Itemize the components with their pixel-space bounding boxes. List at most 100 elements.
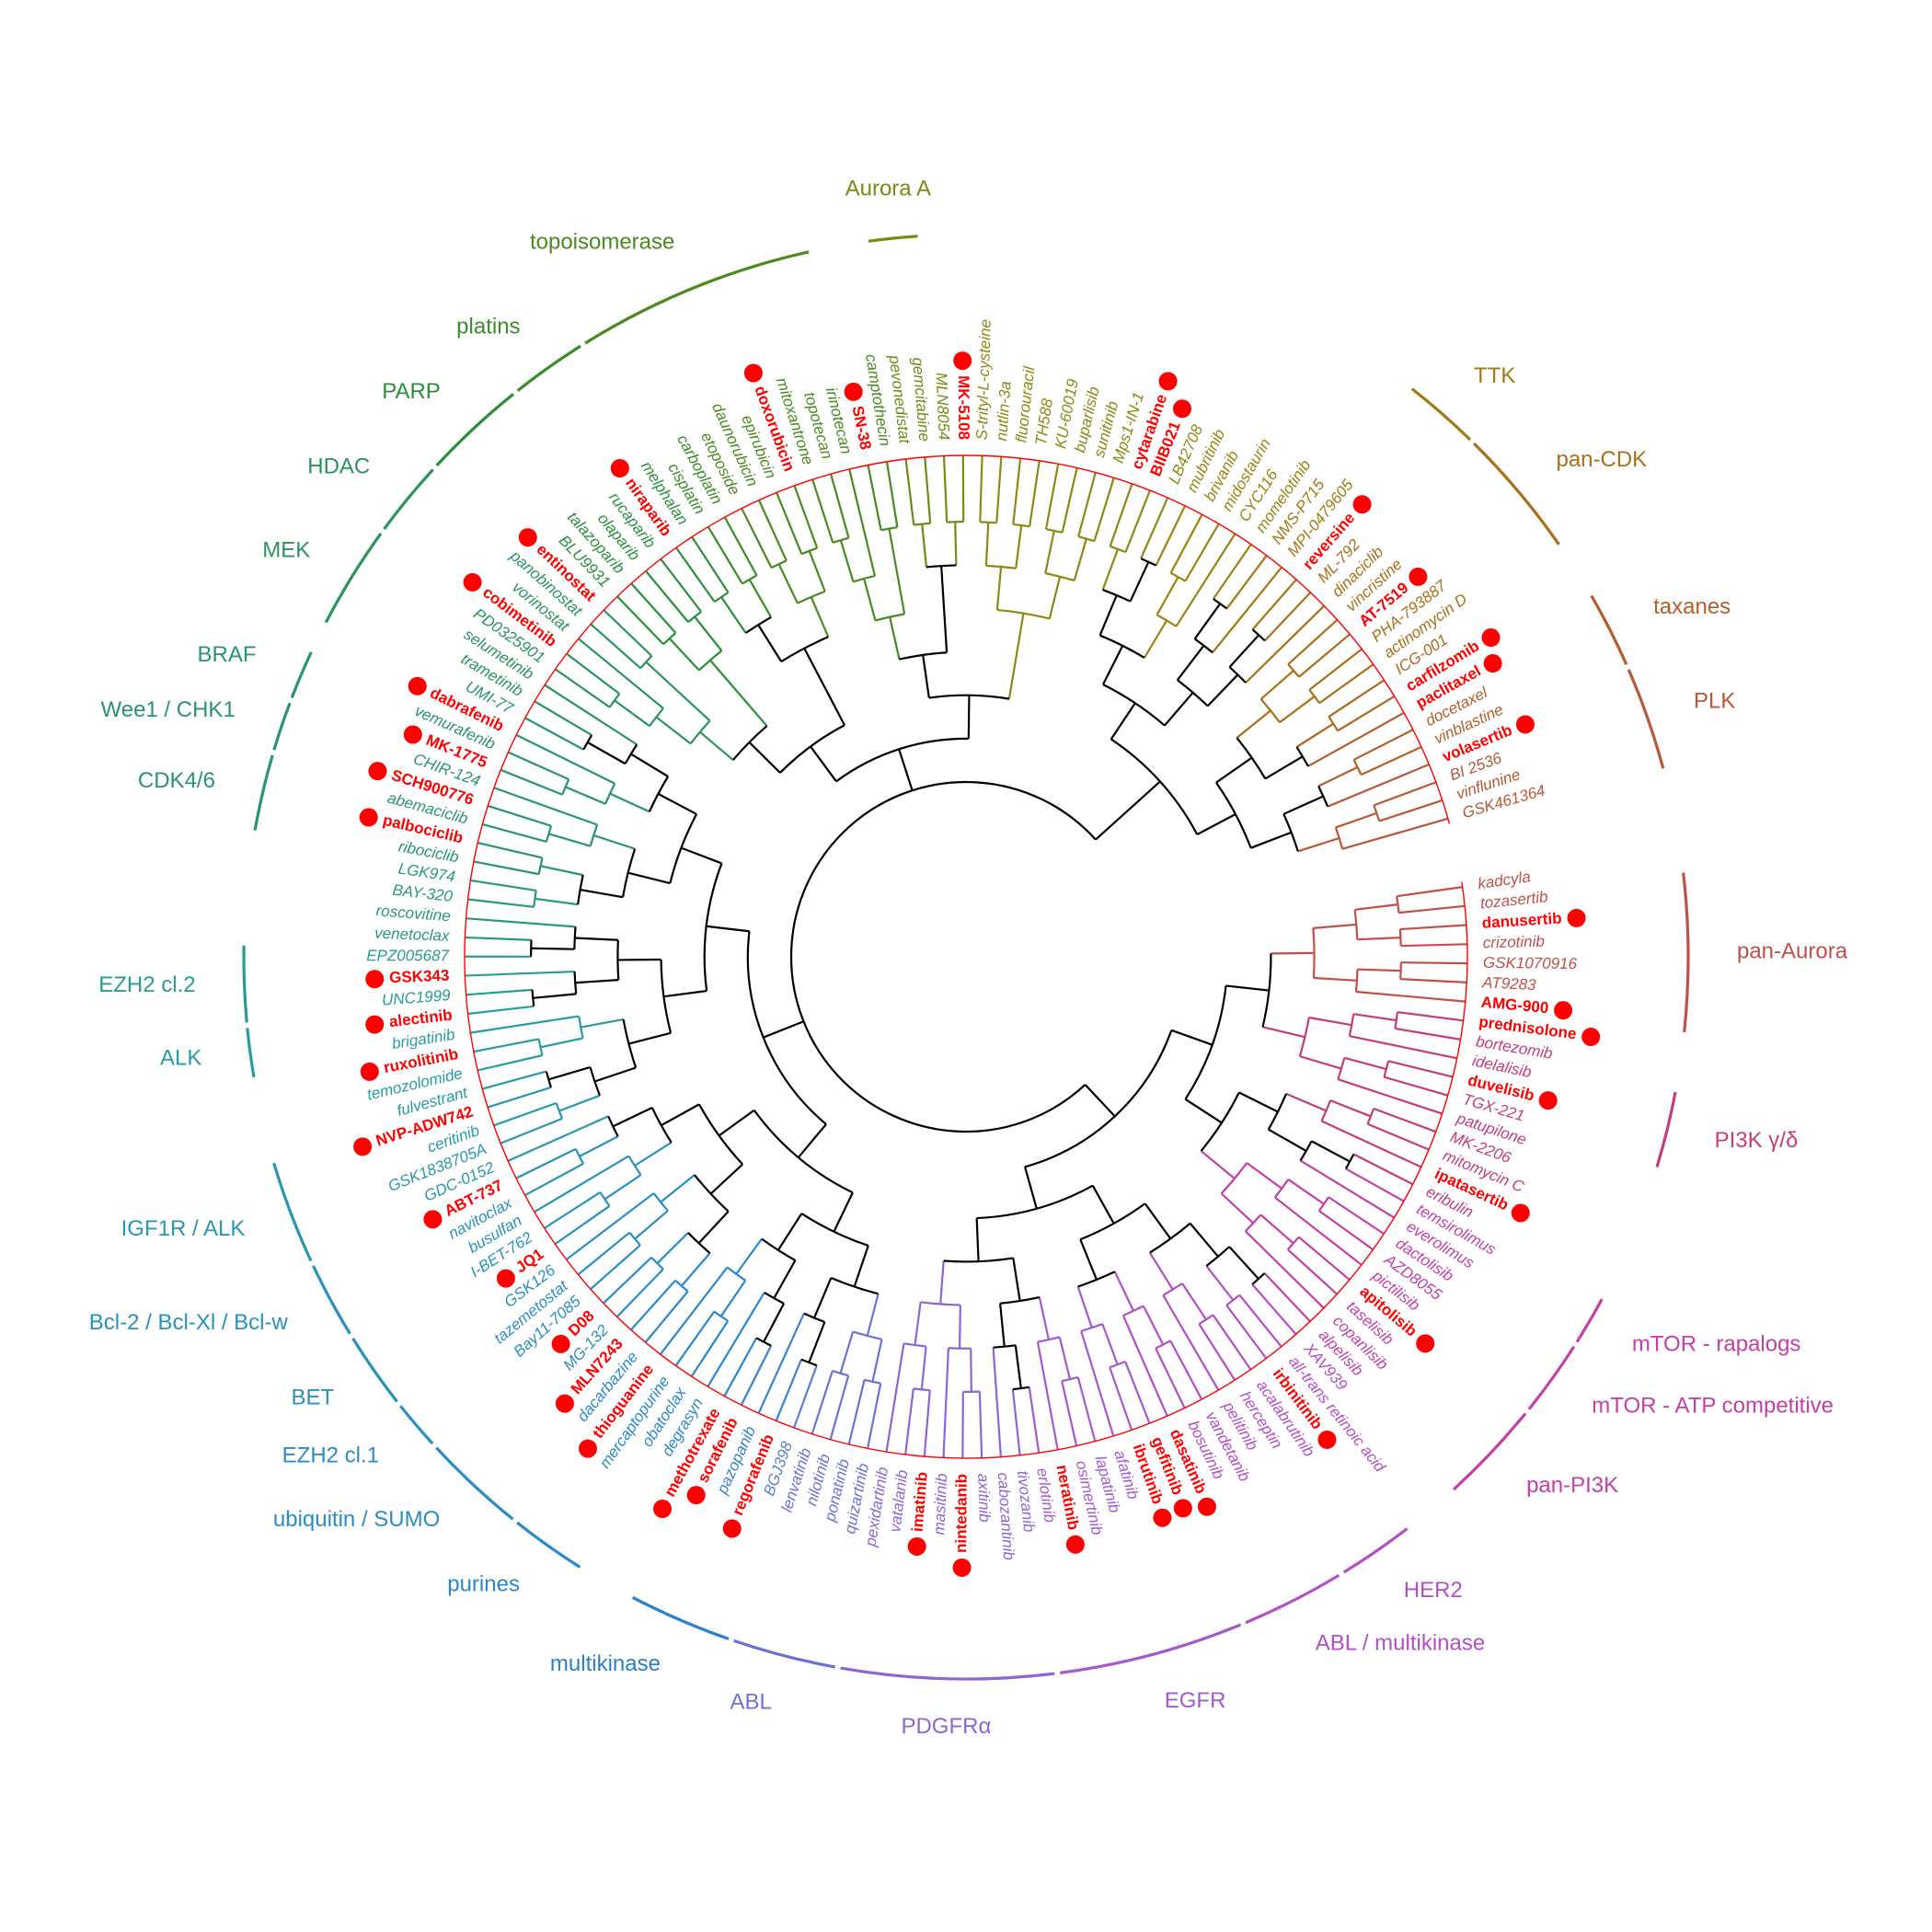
branch-arc (797, 590, 826, 604)
branch-line (1155, 505, 1187, 567)
branch-line (1061, 467, 1078, 534)
branch-arc (531, 989, 535, 1006)
branch-arc (649, 707, 664, 727)
branch-line (1164, 692, 1194, 727)
standard-drug-dot (610, 459, 629, 478)
branch-arc (1149, 1222, 1191, 1254)
leaf-label: danusertib (1481, 909, 1562, 931)
branch-arc (1383, 1061, 1390, 1078)
branch-line (628, 1031, 672, 1045)
branch-arc (516, 344, 581, 392)
branch-arc (1682, 872, 1690, 1033)
group-label: Aurora A (845, 177, 931, 201)
branch-line (675, 546, 716, 603)
leaf-label: UNC1999 (381, 986, 451, 1009)
branch-line (466, 917, 576, 928)
branch-line (566, 652, 620, 696)
branch-arc (1259, 698, 1281, 723)
branch-arc (272, 702, 292, 751)
branch-line (627, 871, 671, 885)
group-label: EZH2 cl.2 (98, 972, 195, 997)
branch-line (1038, 1296, 1050, 1340)
branch-line (1029, 460, 1041, 527)
standard-drug-dot (1481, 628, 1501, 648)
branch-line (1140, 497, 1169, 559)
branch-line (871, 1339, 883, 1383)
branch-line (535, 897, 579, 906)
tree-branches (464, 454, 1468, 1459)
branch-line (797, 1123, 827, 1158)
branch-line (694, 615, 723, 651)
branch-line (1259, 670, 1294, 700)
branch-line (1387, 1060, 1454, 1078)
branch-line (1285, 1092, 1327, 1112)
leaf-label: crizotinib (1483, 933, 1546, 952)
branch-line (1354, 903, 1398, 911)
branch-line (1373, 781, 1437, 807)
branch-line (1274, 1196, 1363, 1266)
branch-arc (733, 1639, 836, 1669)
branch-line (839, 539, 855, 582)
branch-line (740, 1345, 773, 1406)
branch-line (885, 461, 899, 528)
branch-line (1225, 984, 1270, 992)
standard-drug-dot (368, 762, 387, 781)
branch-line (630, 1280, 676, 1331)
group-label: mTOR - rapalogs (1632, 1332, 1801, 1357)
branch-arc (789, 780, 1097, 1133)
branch-line (914, 1302, 922, 1346)
branch-line (1036, 1341, 1059, 1450)
branch-arc (875, 613, 905, 622)
standard-drug-dot (579, 1439, 598, 1458)
branch-line (697, 1211, 730, 1245)
branch-line (1215, 756, 1253, 784)
branch-line (581, 1018, 624, 1029)
branch-line (467, 898, 535, 908)
leaf-label: nintedanib (952, 1474, 971, 1553)
branch-arc (631, 1595, 730, 1640)
branch-arc (1366, 1108, 1375, 1125)
branch-line (1080, 1330, 1115, 1437)
branch-arc (399, 1405, 434, 1445)
branch-line (1318, 663, 1374, 705)
branch-line (942, 1348, 949, 1458)
branch-arc (1060, 1623, 1242, 1674)
branch-arc (1110, 545, 1126, 554)
branch-arc (996, 608, 1051, 620)
branch-line (1012, 1258, 1021, 1302)
branch-line (1011, 1388, 1021, 1455)
standard-drug-dot (408, 676, 427, 696)
leaf-label: masitinib (930, 1473, 950, 1535)
branch-arc (662, 632, 677, 646)
standard-drug-dot (1173, 1499, 1192, 1518)
branch-line (1169, 1340, 1203, 1400)
branch-line (1397, 1011, 1464, 1022)
branch-arc (832, 1369, 849, 1377)
branch-arc (1344, 1154, 1355, 1169)
branch-line (554, 1205, 611, 1246)
branch-arc (621, 848, 637, 898)
branch-arc (903, 1342, 926, 1348)
standard-drug-dot (1567, 908, 1586, 927)
standard-drug-dot (1352, 495, 1372, 514)
branch-line (1014, 1345, 1022, 1389)
branch-line (904, 1388, 914, 1455)
branch-line (1110, 702, 1136, 741)
branch-line (1250, 831, 1293, 849)
branch-arc (1225, 1294, 1241, 1306)
branch-line (709, 659, 768, 727)
branch-line (1327, 763, 1430, 808)
branch-line (1084, 1084, 1116, 1118)
branch-line (482, 822, 547, 844)
branch-arc (435, 393, 514, 466)
branch-arc (584, 250, 810, 345)
branch-line (1318, 1210, 1374, 1251)
branch-line (904, 458, 915, 525)
leaf-label: axitinib (974, 1473, 994, 1522)
branch-line (1144, 1202, 1172, 1240)
branch-line (748, 742, 781, 774)
branch-arc (516, 1521, 581, 1569)
branch-arc (242, 945, 248, 1023)
branch-line (1093, 477, 1115, 542)
